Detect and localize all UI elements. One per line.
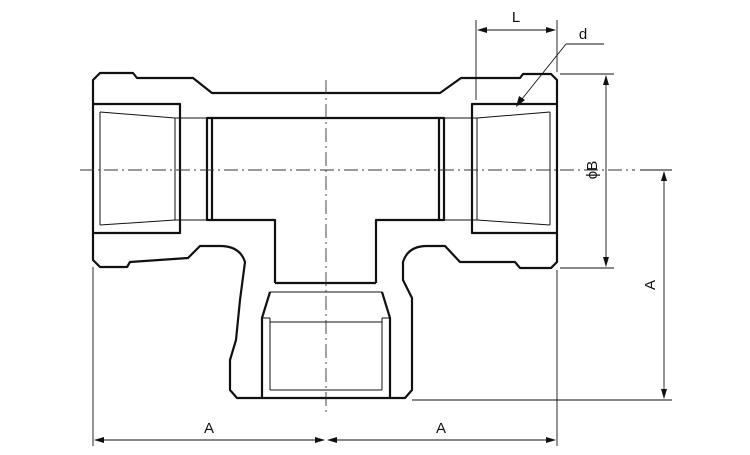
run-bore xyxy=(212,116,439,283)
branch-socket-thread-sides xyxy=(262,317,390,390)
dimension-l: L xyxy=(475,9,558,100)
right-socket xyxy=(437,102,557,235)
d-leader-line xyxy=(517,43,567,105)
right-socket-bore-outer xyxy=(470,102,557,235)
d-label: d xyxy=(579,26,587,43)
a-right-arrow-end xyxy=(546,437,556,443)
left-socket-thread-bottom xyxy=(99,219,207,226)
right-socket-thread-top xyxy=(444,111,551,119)
body-outline xyxy=(91,71,559,400)
l-label: L xyxy=(512,9,520,26)
dimension-a-vertical: A xyxy=(412,169,672,401)
b-label: ϕB xyxy=(584,161,601,179)
dimension-phi-b: ϕB xyxy=(560,73,614,269)
l-arrow-left xyxy=(477,27,487,33)
a-v-label: A xyxy=(642,280,659,290)
a-left-arrow-end xyxy=(315,437,325,443)
a-left-label: A xyxy=(204,420,214,437)
l-arrow-right xyxy=(546,27,556,33)
a-right-label: A xyxy=(436,420,446,437)
left-inner-step xyxy=(205,116,214,222)
a-v-arrow-top xyxy=(661,171,667,181)
a-v-arrow-bottom xyxy=(661,389,667,399)
left-socket xyxy=(93,102,214,235)
left-socket-thread-top xyxy=(99,111,207,119)
right-inner-step xyxy=(437,116,446,222)
right-socket-thread-bottom xyxy=(444,219,551,226)
b-arrow-bottom xyxy=(603,257,609,267)
thread-callout: d xyxy=(516,26,604,107)
a-left-arrow-start xyxy=(94,437,104,443)
dimension-a-horizontal: A A xyxy=(92,267,558,446)
d-leader-arrow xyxy=(516,96,525,107)
a-right-arrow-start xyxy=(327,437,337,443)
left-socket-bore-outer xyxy=(93,102,182,235)
b-arrow-top xyxy=(603,75,609,85)
